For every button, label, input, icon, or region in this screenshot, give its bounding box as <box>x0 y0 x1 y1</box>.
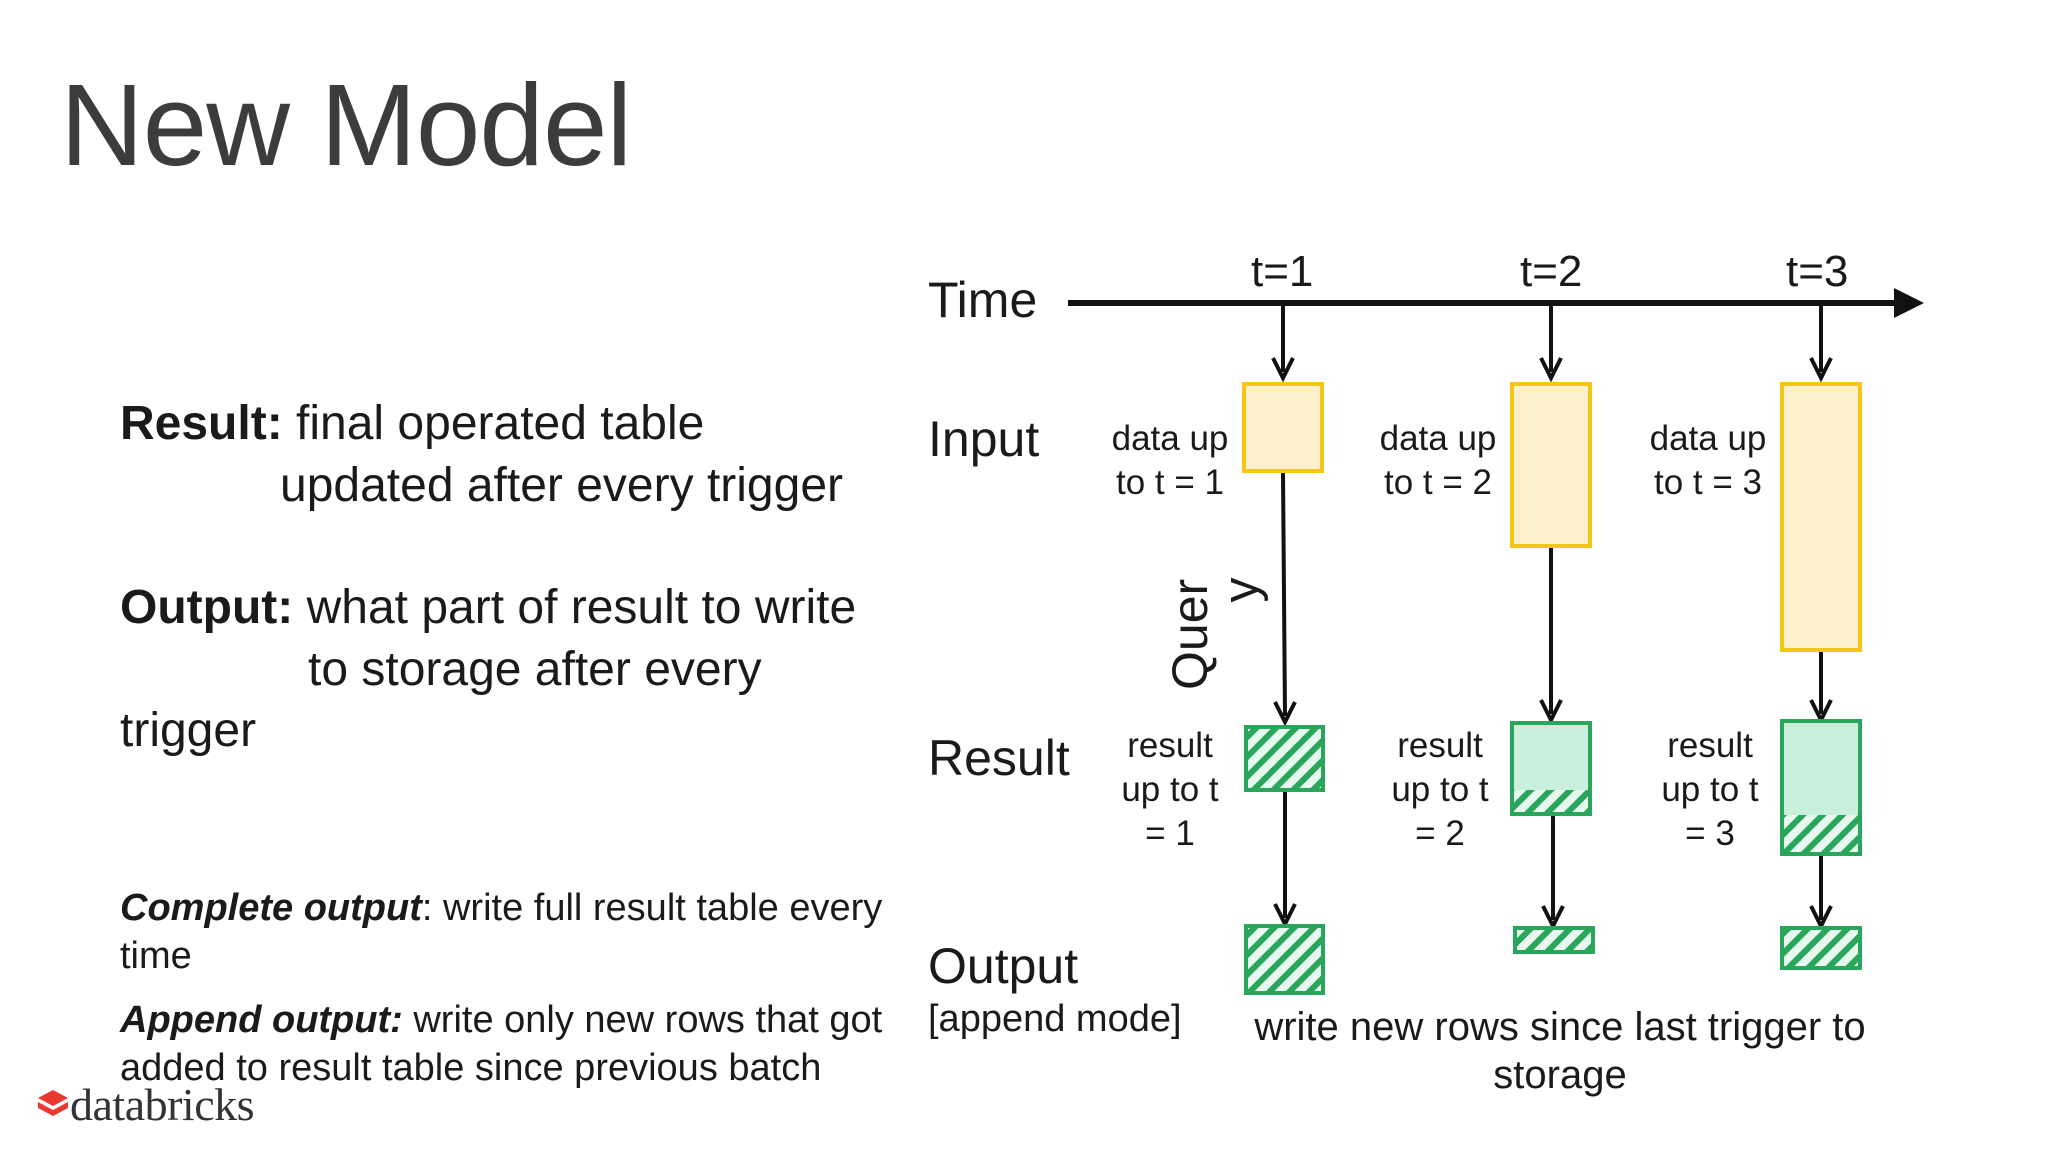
output-arrow-3 <box>1809 856 1833 931</box>
tick-arrow-1 <box>1271 306 1295 383</box>
databricks-logo: databricks <box>36 1078 255 1131</box>
output-line3: trigger <box>120 704 257 757</box>
append-mode-label: [append mode] <box>928 998 1182 1040</box>
time-row-label: Time <box>928 272 1038 328</box>
databricks-logo-text: databricks <box>70 1079 255 1130</box>
complete-output-line1: : write full result table every <box>421 887 883 929</box>
time-axis-arrowhead <box>1894 288 1924 318</box>
result-line2: updated after every trigger <box>280 459 843 512</box>
output-description: Output: what part of result to write <box>120 577 856 639</box>
time-label-1: t=1 <box>1251 247 1314 296</box>
complete-output-line2: time <box>120 935 192 977</box>
append-output-text: Append output: write only new rows that … <box>120 996 882 1044</box>
complete-output-text: Complete output: write full result table… <box>120 884 882 932</box>
databricks-logo-icon <box>38 1089 68 1116</box>
result-line1: final operated table <box>296 397 705 450</box>
tick-arrow-3 <box>1809 306 1833 383</box>
complete-output-label: Complete output <box>120 887 422 929</box>
output-label: Output: <box>120 581 294 634</box>
result-description: Result: final operated table <box>120 393 704 455</box>
time-label-3: t=3 <box>1786 247 1849 296</box>
time-label-2: t=2 <box>1520 247 1583 296</box>
output-box-2 <box>1513 926 1595 954</box>
result-row-label: Result <box>928 730 1070 786</box>
query-arrow-1 <box>1273 472 1297 727</box>
result-label: Result: <box>120 397 283 450</box>
output-box-1 <box>1244 924 1325 995</box>
result-box-2-new-rows <box>1514 790 1588 812</box>
input-box-1 <box>1242 382 1324 473</box>
input-box-2 <box>1510 382 1592 548</box>
output-box-3 <box>1780 926 1862 970</box>
output-arrow-1 <box>1273 792 1297 929</box>
output-row-label: Output <box>928 938 1079 994</box>
query-arrow-3 <box>1809 652 1833 725</box>
output-line2: to storage after every <box>308 643 762 696</box>
result-box-1 <box>1244 725 1325 792</box>
tick-arrow-2 <box>1539 306 1563 383</box>
output-arrow-2 <box>1541 816 1565 931</box>
append-output-label: Append output: <box>120 999 403 1041</box>
input-box-3 <box>1780 382 1862 652</box>
input-row-label: Input <box>928 411 1040 467</box>
output-line1: what part of result to write <box>306 581 857 634</box>
page-title: New Model <box>60 60 632 190</box>
output-note: write new rows since last trigger to sto… <box>1254 1005 1866 1097</box>
append-output-line2: added to result table since previous bat… <box>120 1047 822 1089</box>
result-box-3-new-rows <box>1784 815 1858 852</box>
append-output-line1: write only new rows that got <box>402 999 883 1041</box>
query-arrow-2 <box>1539 548 1563 725</box>
